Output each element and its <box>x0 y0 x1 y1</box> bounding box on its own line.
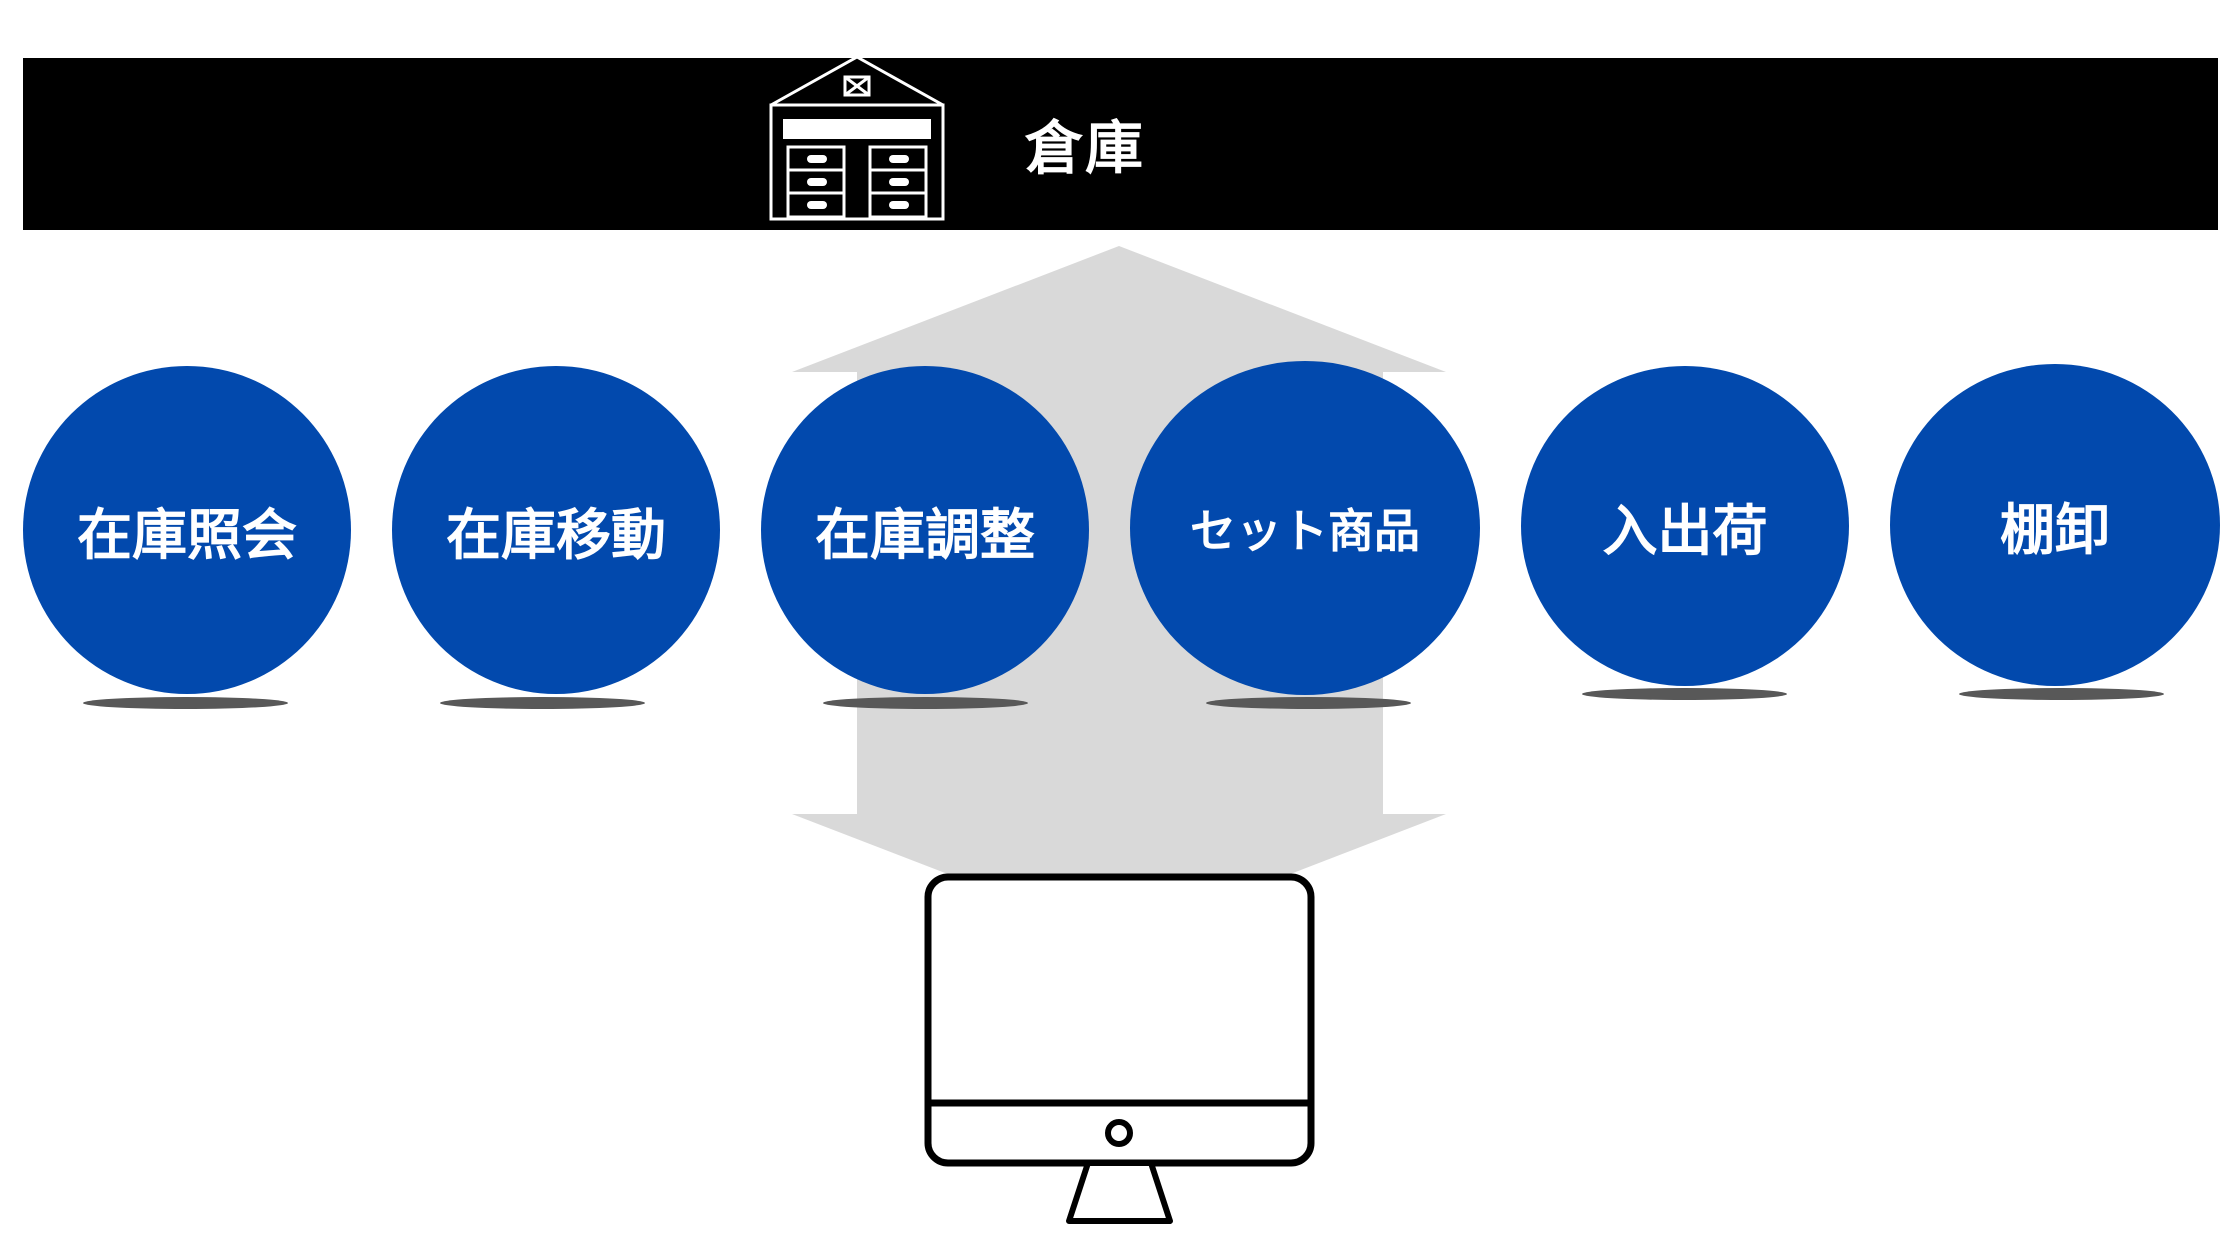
computer-monitor-icon <box>924 873 1315 1224</box>
feature-shadow <box>1582 688 1787 700</box>
feature-receiving-shipping[interactable]: 入出荷 <box>1521 366 1849 686</box>
feature-shadow <box>1206 697 1411 709</box>
feature-shadow <box>83 697 288 709</box>
feature-set-products[interactable]: セット商品 <box>1130 361 1480 695</box>
feature-shadow <box>440 697 645 709</box>
feature-stocktaking[interactable]: 棚卸 <box>1890 364 2220 686</box>
feature-inventory-inquiry[interactable]: 在庫照会 <box>23 366 351 694</box>
feature-shadow <box>823 697 1028 709</box>
feature-inventory-adjustment[interactable]: 在庫調整 <box>761 366 1089 694</box>
feature-shadow <box>1959 688 2164 700</box>
warehouse-icon <box>769 55 945 221</box>
warehouse-title: 倉庫 <box>1025 114 1146 182</box>
feature-inventory-transfer[interactable]: 在庫移動 <box>392 366 720 694</box>
warehouse-header-bar <box>23 58 2218 230</box>
